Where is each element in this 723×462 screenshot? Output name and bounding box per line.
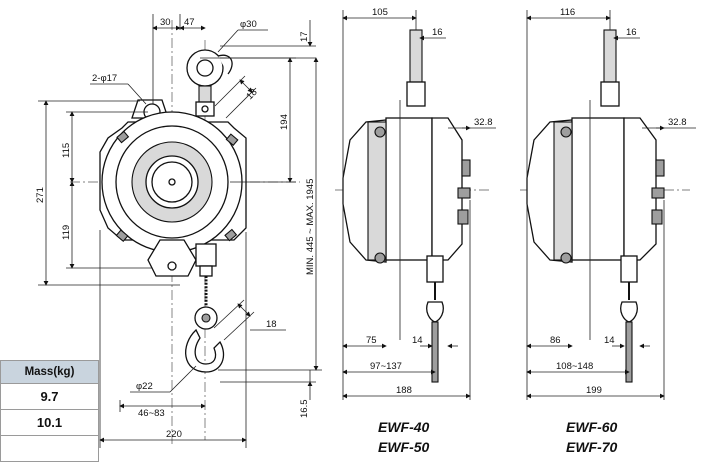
side-view-a [335, 10, 496, 400]
mass-header: Mass(kg) [0, 360, 99, 384]
dim-47: 47 [184, 17, 195, 28]
bottom-hook [185, 276, 225, 373]
dim-14-b: 14 [604, 335, 615, 346]
dim-phi30: φ30 [240, 19, 257, 30]
mass-value: 10.1 [0, 409, 99, 436]
dim-14-a: 14 [412, 335, 423, 346]
dim-115: 115 [61, 143, 72, 158]
front-view: 30 47 φ30 17 2-φ17 18 194 271 115 119 MI… [35, 14, 322, 448]
mass-table-header-row: Mass(kg) [0, 360, 99, 384]
mass-value: 9.7 [0, 383, 99, 410]
dim-86: 86 [550, 335, 561, 346]
front-dimensions [38, 14, 322, 448]
dim-16-a: 16 [432, 27, 443, 38]
dim-18-bottom: 18 [266, 319, 277, 330]
dim-271: 271 [35, 187, 46, 203]
dim-75: 75 [366, 335, 377, 346]
dim-stroke: MIN. 445 ~ MAX. 1945 [305, 179, 316, 275]
dim-16-b: 16 [626, 27, 637, 38]
dim-2-phi17: 2-φ17 [92, 73, 117, 84]
top-hook [186, 49, 233, 117]
model-label-ewf-40: EWF-40 [378, 419, 430, 435]
dim-188: 188 [396, 385, 412, 396]
dim-116: 116 [560, 7, 575, 18]
dim-18-top: 18 [244, 87, 259, 102]
table-row: 9.7 [0, 383, 99, 410]
dim-105: 105 [372, 7, 388, 18]
dim-199: 199 [586, 385, 602, 396]
dim-97-137: 97~137 [370, 361, 402, 372]
dim-17: 17 [299, 31, 310, 42]
dim-phi22: φ22 [136, 381, 153, 392]
model-label-ewf-70: EWF-70 [566, 439, 618, 455]
dim-32-8-a: 32.8 [474, 117, 493, 128]
dim-46-83: 46~83 [138, 408, 165, 419]
model-label-ewf-60: EWF-60 [566, 419, 618, 435]
table-row [0, 435, 99, 462]
dim-16-5: 16.5 [299, 400, 310, 419]
dim-108-148: 108~148 [556, 361, 593, 372]
dim-194: 194 [279, 114, 290, 130]
balancer-housing [99, 111, 247, 277]
side-view-b [520, 10, 696, 400]
mass-table: Mass(kg) 9.7 10.1 [0, 360, 99, 462]
dim-220: 220 [166, 429, 182, 440]
model-label-ewf-50: EWF-50 [378, 439, 430, 455]
mass-value [0, 435, 99, 462]
dim-32-8-b: 32.8 [668, 117, 687, 128]
dim-30: 30 [160, 17, 171, 28]
table-row: 10.1 [0, 409, 99, 436]
dim-119: 119 [61, 225, 72, 240]
